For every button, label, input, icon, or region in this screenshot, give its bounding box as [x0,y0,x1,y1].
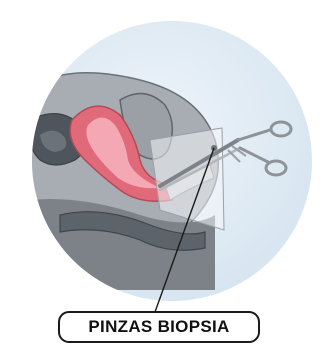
instrument-label: PINZAS BIOPSIA [58,311,260,343]
